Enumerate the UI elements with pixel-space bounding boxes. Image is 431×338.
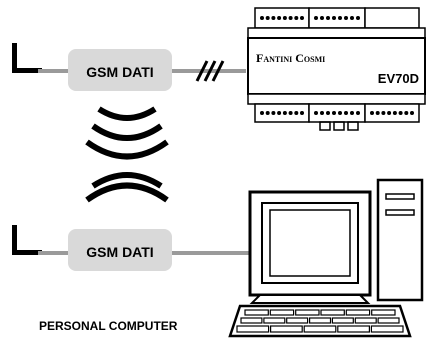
antenna-icon-bottom bbox=[12, 225, 42, 255]
terminal-screw bbox=[282, 111, 287, 115]
terminal-screw bbox=[375, 111, 380, 115]
connection-line bbox=[38, 69, 68, 73]
keyboard-key bbox=[303, 325, 337, 333]
keyboard-key bbox=[371, 309, 396, 316]
terminal-screw bbox=[300, 111, 304, 115]
terminal-screw bbox=[314, 111, 318, 115]
terminal-screw bbox=[410, 111, 414, 115]
controller-unit: Fantini Cosmi EV70D bbox=[247, 7, 426, 131]
terminal-screw bbox=[277, 111, 282, 115]
keyboard bbox=[228, 304, 412, 338]
terminal-screw bbox=[260, 16, 264, 20]
terminal-screw bbox=[265, 111, 270, 115]
terminal-screw bbox=[356, 16, 360, 20]
keyboard-key bbox=[370, 325, 404, 333]
keyboard-key bbox=[263, 317, 286, 324]
terminal-screw bbox=[288, 111, 293, 115]
terminal-screw bbox=[338, 111, 342, 115]
terminal-screw bbox=[356, 111, 360, 115]
terminal-screw bbox=[326, 111, 330, 115]
monitor bbox=[248, 190, 372, 304]
keyboard-key bbox=[270, 325, 303, 333]
terminal-screw bbox=[294, 16, 299, 20]
terminal-screw bbox=[288, 16, 293, 20]
terminal-screw bbox=[387, 111, 392, 115]
terminal-screw bbox=[392, 111, 397, 115]
keyboard-key bbox=[240, 317, 263, 324]
terminal-screw bbox=[326, 16, 330, 20]
terminal-screw bbox=[344, 111, 348, 115]
keyboard-key bbox=[309, 317, 332, 324]
terminal-screw bbox=[370, 111, 374, 115]
controller-brand: Fantini Cosmi bbox=[256, 51, 325, 65]
wireless-signal-icon bbox=[85, 106, 169, 203]
keyboard-key bbox=[244, 309, 269, 316]
keyboard-key bbox=[236, 325, 270, 333]
terminal-block-top bbox=[260, 16, 360, 20]
terminal-screw bbox=[271, 16, 276, 20]
terminal-screw bbox=[282, 16, 287, 20]
keyboard-key bbox=[320, 309, 345, 316]
terminal-screw bbox=[332, 16, 336, 20]
terminal-screw bbox=[260, 111, 264, 115]
terminal-screw bbox=[314, 16, 318, 20]
keyboard-key bbox=[345, 309, 371, 316]
gsm-modem-top-label: GSM DATI bbox=[86, 64, 153, 80]
keyboard-key bbox=[354, 317, 377, 324]
computer-caption: PERSONAL COMPUTER bbox=[39, 319, 178, 333]
terminal-block-bottom bbox=[260, 111, 414, 115]
gsm-modem-top: GSM DATI bbox=[68, 49, 172, 91]
terminal-screw bbox=[381, 111, 386, 115]
terminal-screw bbox=[350, 16, 354, 20]
serial-line bbox=[172, 251, 250, 255]
line-break-icon bbox=[195, 60, 225, 82]
controller-model: EV70D bbox=[378, 71, 419, 86]
keyboard-key bbox=[295, 309, 320, 316]
terminal-screw bbox=[300, 16, 304, 20]
keyboard-key bbox=[331, 317, 354, 324]
terminal-screw bbox=[271, 111, 276, 115]
connection-line bbox=[38, 251, 68, 255]
din-clip-icon bbox=[319, 121, 359, 131]
terminal-screw bbox=[320, 16, 324, 20]
terminal-screw bbox=[350, 111, 354, 115]
keyboard-key bbox=[337, 325, 370, 333]
keyboard-key bbox=[377, 317, 400, 324]
terminal-screw bbox=[332, 111, 336, 115]
terminal-screw bbox=[294, 111, 299, 115]
terminal-screw bbox=[320, 111, 324, 115]
terminal-screw bbox=[344, 16, 348, 20]
keyboard-key bbox=[286, 317, 309, 324]
terminal-screw bbox=[404, 111, 409, 115]
antenna-icon-top bbox=[12, 43, 42, 73]
gsm-modem-bottom-label: GSM DATI bbox=[86, 244, 153, 260]
gsm-modem-bottom: GSM DATI bbox=[68, 229, 172, 271]
terminal-screw bbox=[277, 16, 282, 20]
terminal-screw bbox=[398, 111, 403, 115]
terminal-screw bbox=[338, 16, 342, 20]
keyboard-key bbox=[269, 309, 295, 316]
tower-case bbox=[376, 178, 424, 302]
computer-icon bbox=[228, 178, 424, 338]
terminal-screw bbox=[265, 16, 270, 20]
